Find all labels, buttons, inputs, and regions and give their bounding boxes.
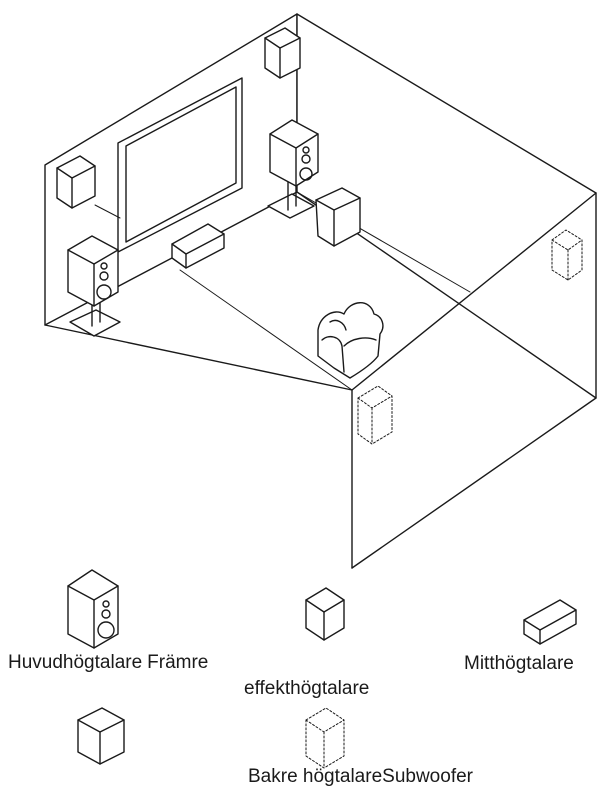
main-speaker-right [268,120,318,218]
label-main-speaker: Huvudhögtalare [8,652,143,673]
armchair [318,303,383,378]
rear-speaker [316,188,360,246]
front-effect-speaker-left [57,156,95,208]
subwoofer-icon [306,708,344,768]
floor-speaker-icon [68,570,118,648]
label-front-effect-line1: Främre [147,652,209,673]
main-speaker-left [68,236,120,336]
label-front-effect-line2: effekthögtalare [244,678,370,699]
cube-speaker-icon [306,588,344,640]
label-center-speaker: Mitthögtalare [464,653,574,674]
label-subwoofer: Subwoofer [382,766,473,787]
tv-screen [118,78,242,252]
front-effect-speaker-right [265,28,300,78]
room-outline [45,14,596,568]
center-speaker [172,224,224,268]
subwoofer-front [358,386,392,444]
subwoofer-right [552,230,582,280]
label-rear-speaker: Bakre högtalare [248,766,383,787]
rear-speaker-icon [78,708,124,764]
center-speaker-icon [524,600,576,644]
